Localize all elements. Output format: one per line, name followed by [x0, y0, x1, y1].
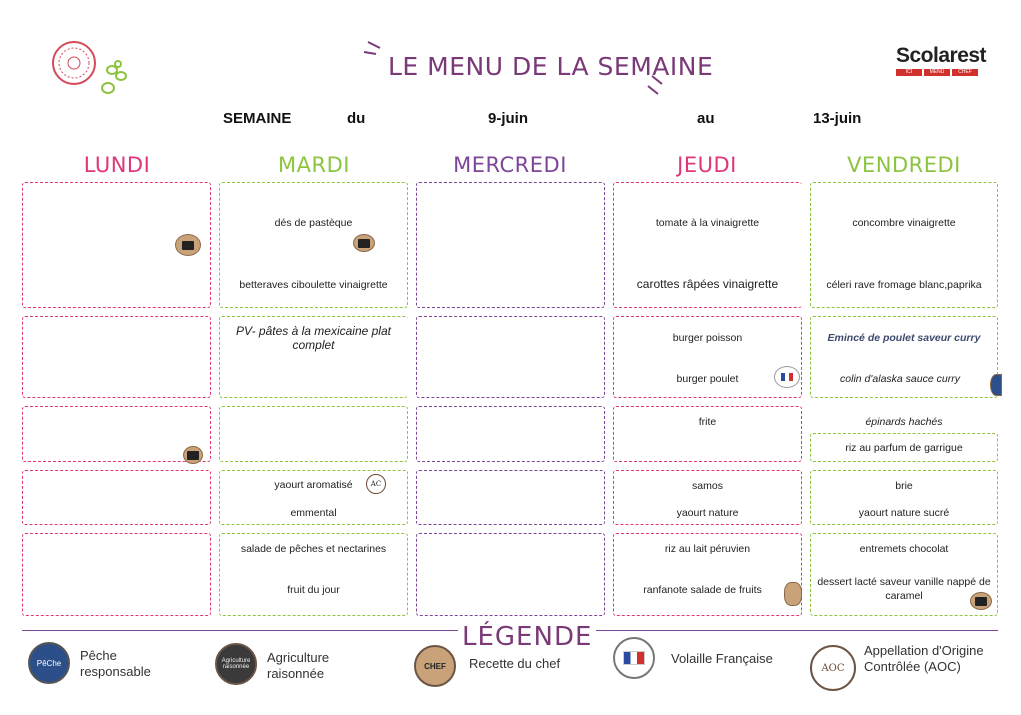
vendredi-accomp-1: épinards hachés [865, 416, 943, 428]
au-label: au [697, 110, 715, 127]
vendredi-accomp-2: riz au parfum de garrigue [845, 442, 963, 454]
start-date: 9-juin [488, 110, 528, 127]
jeudi-accomp-cell [613, 406, 802, 462]
vendredi-plat-cell [810, 316, 998, 398]
aoc-icon: AOC [810, 645, 856, 691]
mercredi-entree-cell [416, 182, 605, 308]
vendredi-laitage-2: yaourt nature sucré [858, 507, 950, 519]
vendredi-dessert-cell [810, 533, 998, 616]
mardi-laitage-2: emmental [290, 507, 337, 519]
recette-chef-icon [353, 234, 375, 252]
mardi-entree-1: dés de pastèque [274, 217, 353, 229]
legend-label: Volaille Française [671, 651, 773, 666]
jeudi-plat-2: burger poulet [676, 373, 739, 385]
recette-chef-icon [970, 592, 992, 610]
volaille-francaise-icon [613, 637, 655, 679]
du-label: du [347, 110, 366, 127]
legend-label: Agriculture raisonnée [267, 650, 330, 681]
jeudi-entree-cell [613, 182, 802, 308]
legend-label: Recette du chef [469, 656, 561, 671]
day-mardi: MARDI [278, 153, 350, 177]
jeudi-entree-1: tomate à la vinaigrette [655, 217, 760, 229]
vendredi-entree-cell [810, 182, 998, 308]
lundi-laitage-cell [22, 470, 211, 525]
mercredi-dessert-cell [416, 533, 605, 616]
legend-label: Pêche responsable [80, 648, 151, 679]
vendredi-entree-1: concombre vinaigrette [852, 217, 956, 229]
jeudi-dessert-1: riz au lait péruvien [664, 543, 751, 555]
jeudi-laitage-2: yaourt nature [676, 507, 739, 519]
mardi-dessert-2: fruit du jour [287, 584, 340, 596]
jeudi-laitage-1: samos [692, 480, 723, 492]
title-sparks [363, 41, 663, 95]
mardi-dessert-cell [219, 533, 408, 616]
agriculture-raisonnee-icon [784, 582, 802, 606]
mercredi-accomp-cell [416, 406, 605, 462]
mardi-accomp-cell [219, 406, 408, 462]
french-flag-icon [623, 651, 645, 665]
day-jeudi: JEUDI [677, 153, 737, 177]
recette-chef-icon: CHEF [414, 645, 456, 687]
day-mercredi: MERCREDI [453, 153, 567, 177]
vendredi-entree-2: céleri rave fromage blanc,paprika [826, 279, 982, 291]
brand-tagline: ICI MENU CHEF [896, 69, 980, 76]
jeudi-entree-2: carottes râpées vinaigrette [636, 277, 779, 291]
day-vendredi: VENDREDI [847, 153, 961, 177]
legend-title: LÉGENDE [458, 622, 597, 652]
jeudi-plat-cell [613, 316, 802, 398]
mardi-entree-cell [219, 182, 408, 308]
brand-name: Scolarest [896, 44, 987, 67]
jeudi-plat-1: burger poisson [672, 332, 743, 344]
lundi-dessert-cell [22, 533, 211, 616]
mardi-laitage-1: yaourt aromatisé [274, 479, 353, 491]
mardi-plat: PV- pâtes à la mexicaine plat complet [236, 324, 391, 352]
vendredi-plat-2: colin d'alaska sauce curry [840, 373, 960, 385]
jeudi-dessert-cell [613, 533, 802, 616]
vendredi-dessert-1: entremets chocolat [859, 543, 949, 555]
brand-logo: Scolarest ICI MENU CHEF [896, 44, 987, 76]
lundi-accomp-cell [22, 406, 211, 462]
legend-label: Appellation d'Origine Contrôlée (AOC) [864, 643, 984, 674]
recette-chef-icon [183, 446, 203, 464]
vendredi-dessert-2: dessert lacté saveur vanille nappé de ca… [817, 576, 991, 602]
volaille-francaise-icon [774, 366, 800, 388]
vendredi-accomp-cell [810, 433, 998, 462]
mardi-entree-2: betteraves ciboulette vinaigrette [239, 279, 388, 291]
brand-tag: MENU [924, 69, 950, 76]
semaine-label: SEMAINE [223, 110, 292, 127]
agriculture-raisonnee-icon: Agriculture raisonnée [215, 643, 257, 685]
vendredi-laitage-1: brie [895, 480, 913, 492]
jeudi-dessert-2: ranfanote salade de fruits [643, 584, 762, 596]
mardi-plat-cell [219, 316, 408, 398]
brand-tag: ICI [896, 69, 922, 76]
peche-responsable-icon: PêChe [28, 642, 70, 684]
mercredi-plat-cell [416, 316, 605, 398]
lundi-plat-cell [22, 316, 211, 398]
peche-responsable-icon [990, 374, 1002, 396]
mercredi-laitage-cell [416, 470, 605, 525]
jeudi-laitage-cell [613, 470, 802, 525]
stamp-logo [52, 41, 127, 94]
mardi-laitage-cell [219, 470, 408, 525]
vendredi-laitage-cell [810, 470, 998, 525]
aoc-icon: AC [366, 474, 386, 494]
vendredi-plat-1: Emincé de poulet saveur curry [827, 332, 981, 344]
brand-tag: CHEF [952, 69, 978, 76]
jeudi-accomp: frite [698, 416, 717, 428]
day-lundi: LUNDI [83, 153, 151, 177]
mardi-dessert-1: salade de pêches et nectarines [240, 543, 387, 555]
page-title: LE MENU DE LA SEMAINE [388, 52, 714, 81]
recette-chef-icon [175, 234, 201, 256]
end-date: 13-juin [813, 110, 862, 127]
lundi-entree-cell [22, 182, 211, 308]
